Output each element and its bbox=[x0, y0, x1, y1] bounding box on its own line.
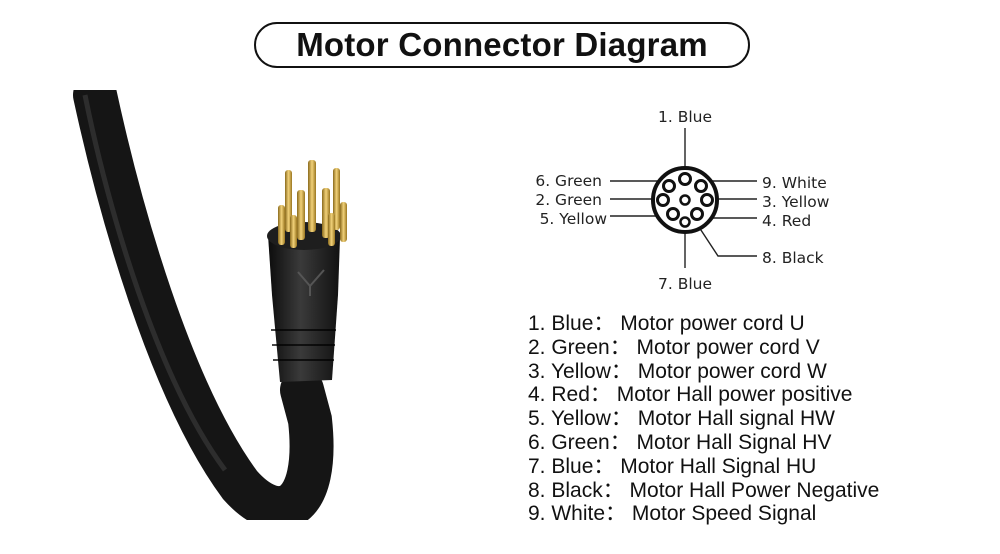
pin-label-5: 5. Yellow bbox=[540, 210, 608, 228]
pin-label-2: 2. Green bbox=[535, 191, 602, 209]
page-title: Motor Connector Diagram bbox=[254, 22, 750, 68]
pin-legend: 1. Blue： Motor power cord U 2. Green： Mo… bbox=[528, 312, 879, 526]
gold-pins bbox=[278, 160, 347, 248]
connector-cable-photo bbox=[73, 90, 347, 520]
legend-item: 2. Green： Motor power cord V bbox=[528, 335, 820, 359]
legend-item: 9. White： Motor Speed Signal bbox=[528, 502, 817, 526]
pin-label-1: 1. Blue bbox=[658, 108, 712, 126]
pin-label-6: 6. Green bbox=[535, 172, 602, 190]
legend-item: 4. Red： Motor Hall power positive bbox=[528, 383, 853, 407]
legend-item: 3. Yellow： Motor power cord W bbox=[528, 359, 827, 383]
legend-item: 8. Black： Motor Hall Power Negative bbox=[528, 478, 880, 502]
pin-label-7: 7. Blue bbox=[658, 275, 712, 293]
pin-label-8: 8. Black bbox=[762, 249, 824, 267]
cable bbox=[73, 90, 334, 520]
legend-item: 7. Blue： Motor Hall Signal HU bbox=[528, 454, 817, 478]
pin-diagram: 1. Blue 6. Green 2. Green 5. Yellow 9. W… bbox=[535, 108, 830, 293]
legend-item: 1. Blue： Motor power cord U bbox=[528, 312, 805, 335]
pin-label-3: 3. Yellow bbox=[762, 193, 830, 211]
legend-item: 5. Yellow： Motor Hall signal HW bbox=[528, 407, 835, 431]
pin-label-4: 4. Red bbox=[762, 212, 811, 230]
legend-item: 6. Green： Motor Hall Signal HV bbox=[528, 430, 832, 454]
pin-label-9: 9. White bbox=[762, 174, 827, 192]
